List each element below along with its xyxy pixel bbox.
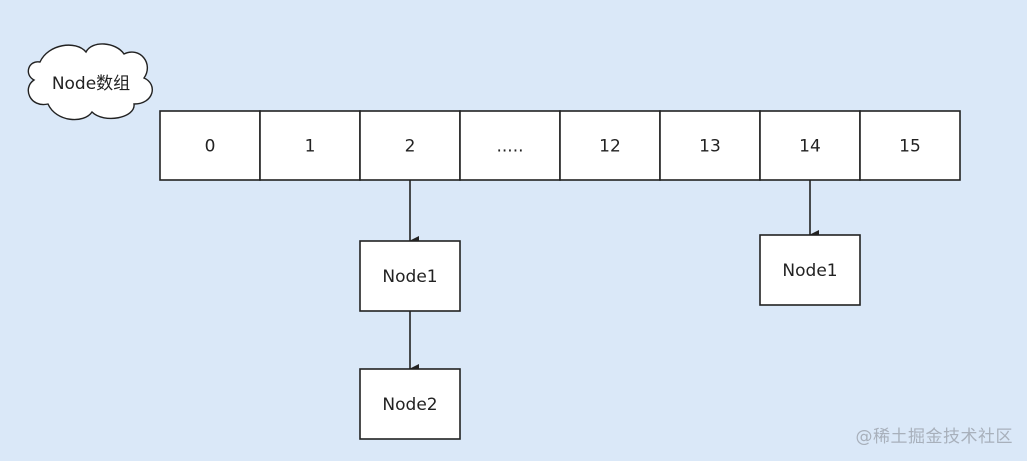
linked-node: Node1 [759, 234, 861, 306]
cloud-label-text: Node数组 [52, 74, 130, 94]
linked-node: Node1 [359, 240, 461, 312]
linked-node-box [359, 368, 461, 440]
array-cell: 2 [359, 110, 461, 181]
array-cell-label: 2 [405, 137, 416, 157]
array-cell-box [359, 110, 461, 181]
array-cell: 15 [859, 110, 961, 181]
linked-node-label: Node1 [382, 267, 437, 287]
array-cell-box [559, 110, 661, 181]
array-cell-box [859, 110, 961, 181]
array-cell: 0 [159, 110, 261, 181]
array-cell-label: ..... [496, 137, 523, 157]
watermark: @稀土掘金技术社区 [855, 427, 1013, 447]
array-cell-box [259, 110, 361, 181]
array-cell-label: 13 [699, 137, 721, 157]
array-cell-box [459, 110, 561, 181]
array-cell-label: 1 [305, 137, 316, 157]
array-cell: ..... [459, 110, 561, 181]
array-cell: 13 [659, 110, 761, 181]
linked-node-label: Node2 [382, 395, 437, 415]
array-cell: 14 [759, 110, 861, 181]
linked-node: Node2 [359, 368, 461, 440]
array-cell-box [759, 110, 861, 181]
linked-node-label: Node1 [782, 261, 837, 281]
array-cell-label: 14 [799, 137, 821, 157]
cloud-shape [27, 43, 153, 121]
array-cell-label: 12 [599, 137, 621, 157]
array-cell: 1 [259, 110, 361, 181]
array-cell-label: 15 [899, 137, 921, 157]
array-cell-box [659, 110, 761, 181]
linked-node-box [759, 234, 861, 306]
array-cell-label: 0 [205, 137, 216, 157]
array-cell-box [159, 110, 261, 181]
cloud-label: Node数组 [27, 43, 153, 121]
array-cell: 12 [559, 110, 661, 181]
linked-node-box [359, 240, 461, 312]
